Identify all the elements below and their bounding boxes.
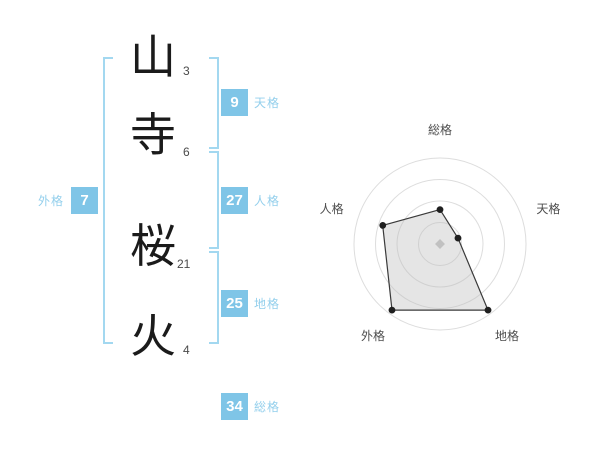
- tenkaku-bracket: [209, 57, 219, 149]
- radar-ring: [396, 200, 484, 288]
- jinkaku-bracket: [209, 151, 219, 249]
- radar-axis-label: 天格: [536, 201, 560, 216]
- soukaku-label: 総格: [254, 400, 281, 414]
- radar-ring: [353, 157, 527, 331]
- name-char-3: 桜: [130, 220, 176, 272]
- radar-center-marker: [435, 239, 445, 249]
- chikaku-label: 地格: [254, 297, 281, 311]
- radar-axis-label: 総格: [428, 122, 452, 137]
- stroke-count-2: 6: [183, 145, 190, 159]
- radar-data-point: [379, 221, 387, 229]
- stroke-count-1: 3: [183, 64, 190, 78]
- radar-data-polygon: [382, 208, 489, 311]
- radar-ring: [375, 179, 505, 309]
- gaikaku-value-badge: 7: [71, 187, 98, 214]
- radar-axis-label: 外格: [361, 328, 385, 343]
- radar-axis-label: 地格: [495, 328, 519, 343]
- radar-data-point: [388, 306, 396, 314]
- jinkaku-label: 人格: [254, 194, 281, 208]
- name-char-4: 火: [130, 310, 176, 362]
- chikaku-value-badge: 25: [221, 290, 248, 317]
- jinkaku-value-badge: 27: [221, 187, 248, 214]
- radar-data-point: [454, 234, 462, 242]
- soukaku-value-badge: 34: [221, 393, 248, 420]
- gaikaku-label: 外格: [38, 194, 65, 208]
- chikaku-bracket: [209, 251, 219, 344]
- stroke-count-4: 4: [183, 343, 190, 357]
- radar-data-point: [436, 206, 444, 214]
- name-char-1: 山: [130, 31, 176, 83]
- tenkaku-value-badge: 9: [221, 89, 248, 116]
- gaikaku-bracket: [103, 57, 113, 344]
- stroke-count-3: 21: [177, 257, 191, 271]
- tenkaku-label: 天格: [254, 96, 281, 110]
- radar-axis-label: 人格: [320, 201, 344, 216]
- radar-ring: [418, 222, 462, 266]
- name-char-2: 寺: [130, 109, 176, 161]
- radar-data-point: [484, 306, 492, 314]
